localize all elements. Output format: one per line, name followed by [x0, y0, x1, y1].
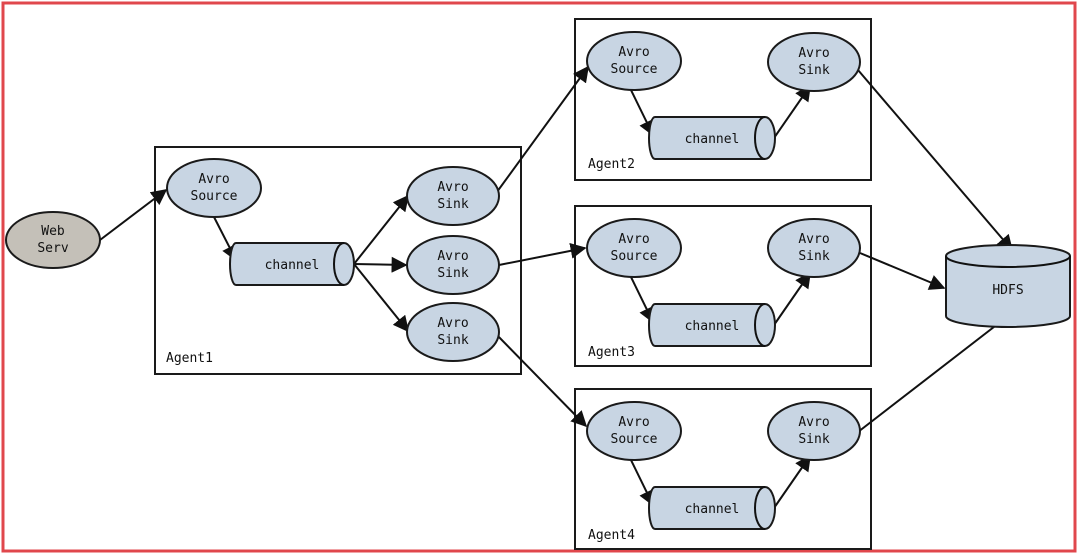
agent2-source-label-line1: Avro	[618, 45, 649, 60]
agent4-source-label-line2: Source	[611, 432, 658, 447]
agent3-sink-label-line1: Avro	[798, 232, 829, 247]
agent1-sink1-ellipse	[406, 166, 500, 226]
agent1-sink2-label-line2: Sink	[437, 266, 468, 281]
agent4-source-ellipse	[586, 401, 682, 461]
edge-agent3-sink-to-hdfs	[859, 252, 946, 290]
agent2-source-label-line2: Source	[611, 62, 658, 77]
agent1-sink1-node: Avro Sink	[406, 166, 500, 226]
edge-agent2-sink-to-hdfs	[857, 69, 1014, 252]
edge-agent1-sink3-to-agent4-source	[493, 331, 588, 428]
agent3-label: Agent3	[588, 345, 635, 360]
edge-agent4-sink-to-hdfs	[857, 312, 1014, 433]
agent1-sink3-label-line1: Avro	[437, 316, 468, 331]
edge-agent1-sink2-to-agent3-source	[498, 242, 587, 266]
agent1-sink3-label-line2: Sink	[437, 333, 468, 348]
edge-agent1-channel-to-sink3	[353, 263, 410, 333]
hdfs-node: HDFS	[945, 244, 1071, 328]
edge-agent1-sink1-to-agent2-source	[493, 65, 589, 197]
edge-agent4-channel-to-sink	[773, 454, 811, 509]
agent4-sink-label-line1: Avro	[798, 415, 829, 430]
agent1-source-label-line2: Source	[191, 189, 238, 204]
agent3-channel-node: channel	[648, 303, 776, 347]
agent2-sink-ellipse	[767, 32, 861, 92]
agent3-sink-label-line2: Sink	[798, 249, 829, 264]
edge-agent1-channel-to-sink1	[353, 194, 409, 265]
web-server-label-line1: Web	[41, 224, 65, 239]
agent1-sink3-node: Avro Sink	[406, 302, 500, 362]
agent2-sink-label-line1: Avro	[798, 46, 829, 61]
agent2-label: Agent2	[588, 157, 635, 172]
agent2-source-node: Avro Source	[586, 31, 682, 91]
agent1-channel-end	[333, 242, 345, 286]
edges	[99, 65, 1014, 509]
web-server-label-line2: Serv	[37, 241, 68, 256]
agent4-source-node: Avro Source	[586, 401, 682, 461]
edge-agent3-channel-to-sink	[773, 271, 811, 326]
agent1-channel-node: channel	[229, 242, 355, 286]
agent2-source-ellipse	[586, 31, 682, 91]
agent1-source-node: Avro Source	[166, 158, 262, 218]
hdfs-cylinder-top	[945, 255, 1071, 268]
agent1-channel-label: channel	[265, 258, 320, 273]
agent3-source-node: Avro Source	[586, 218, 682, 278]
hdfs-label: HDFS	[992, 283, 1023, 298]
edge-agent2-channel-to-sink	[773, 84, 811, 139]
agent3-source-label-line2: Source	[611, 249, 658, 264]
agent2-sink-label-line2: Sink	[798, 63, 829, 78]
agent3-sink-ellipse	[767, 218, 861, 278]
agent1-source-label-line1: Avro	[198, 172, 229, 187]
agent1-sink2-node: Avro Sink	[406, 235, 500, 295]
agent2-channel-node: channel	[648, 116, 776, 160]
web-server-node: Web Serv	[5, 211, 101, 269]
agent2-channel-end	[754, 116, 766, 160]
agent2-sink-node: Avro Sink	[767, 32, 861, 92]
agent1-sink2-ellipse	[406, 235, 500, 295]
web-server-ellipse	[5, 211, 101, 269]
agent2-channel-label: channel	[685, 132, 740, 147]
agent3-channel-label: channel	[685, 319, 740, 334]
agent3-channel-end	[754, 303, 766, 347]
agent4-sink-ellipse	[767, 401, 861, 461]
agent1-sink3-ellipse	[406, 302, 500, 362]
agent3-source-label-line1: Avro	[618, 232, 649, 247]
edge-agent1-channel-to-sink2	[353, 256, 408, 273]
agent4-channel-node: channel	[648, 486, 776, 530]
edge-web-to-agent1-source	[99, 189, 168, 241]
agent3-sink-node: Avro Sink	[767, 218, 861, 278]
agent1-sink1-label-line1: Avro	[437, 180, 468, 195]
agent4-channel-end	[754, 486, 766, 530]
agent4-source-label-line1: Avro	[618, 415, 649, 430]
agent4-label: Agent4	[588, 528, 635, 543]
agent1-source-ellipse	[166, 158, 262, 218]
agent4-sink-label-line2: Sink	[798, 432, 829, 447]
agent4-sink-node: Avro Sink	[767, 401, 861, 461]
agent1-sink2-label-line1: Avro	[437, 249, 468, 264]
agent3-source-ellipse	[586, 218, 682, 278]
agent1-label: Agent1	[166, 351, 213, 366]
agent1-sink1-label-line2: Sink	[437, 197, 468, 212]
agent4-channel-label: channel	[685, 502, 740, 517]
